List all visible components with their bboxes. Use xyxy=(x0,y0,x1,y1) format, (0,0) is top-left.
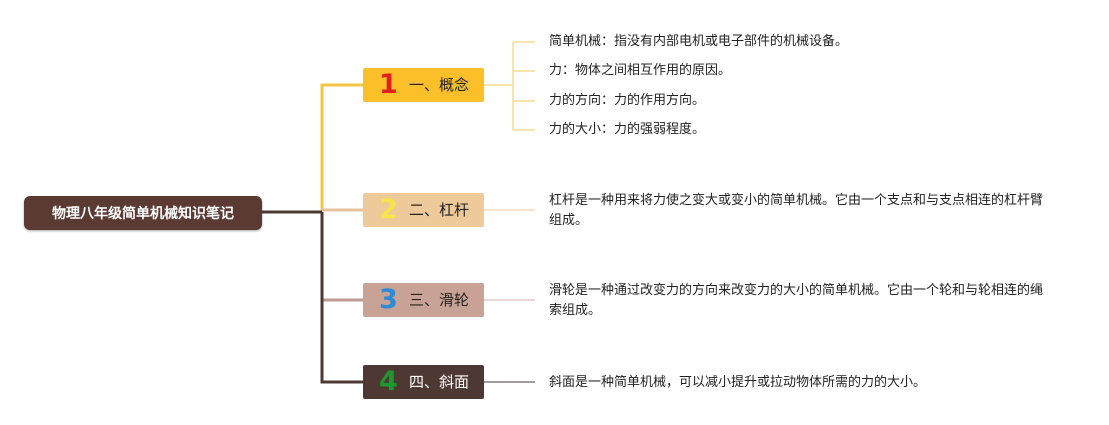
connector-root-branch-3 xyxy=(320,212,363,302)
branch-number: 1 xyxy=(379,69,398,100)
leaf-node-lever-description[interactable]: 杠杆是一种用来将力使之变大或变小的简单机械。它由一个支点和与支点相连的杠杆臂组成… xyxy=(549,193,1044,228)
leaf-node-force-direction[interactable]: 力的方向：力的作用方向。 xyxy=(549,93,706,108)
root-title: 物理八年级简单机械知识笔记 xyxy=(52,206,234,222)
branch-label: 二、杠杆 xyxy=(409,201,470,219)
branch-node-incline[interactable]: 4 四、斜面 xyxy=(363,365,484,399)
leaf-node-force-magnitude[interactable]: 力的大小：力的强弱程度。 xyxy=(549,122,706,137)
connector-root-branch-4 xyxy=(320,212,363,384)
branch-number: 4 xyxy=(379,366,398,397)
branch-label: 三、滑轮 xyxy=(409,291,470,309)
connector-branch-1-leaves xyxy=(484,41,535,131)
branch-label: 四、斜面 xyxy=(409,373,470,391)
leaf-node-simple-machine[interactable]: 简单机械：指没有内部电机或电子部件的机械设备。 xyxy=(549,34,849,49)
connector-root-branch-1 xyxy=(262,83,363,214)
branch-label: 一、概念 xyxy=(409,76,470,94)
leaf-node-incline-description[interactable]: 斜面是一种简单机械，可以减小提升或拉动物体所需的力的大小。 xyxy=(549,375,927,390)
branch-number: 2 xyxy=(379,194,398,225)
branch-number: 3 xyxy=(379,284,398,315)
root-node[interactable]: 物理八年级简单机械知识笔记 xyxy=(24,196,262,230)
branch-node-concepts[interactable]: 1 一、概念 xyxy=(363,68,484,102)
leaf-node-force[interactable]: 力：物体之间相互作用的原因。 xyxy=(549,63,732,78)
leaf-node-pulley-description[interactable]: 滑轮是一种通过改变力的方向来改变力的大小的简单机械。它由一个轮和与轮相连的绳索组… xyxy=(549,283,1044,318)
branch-node-pulley[interactable]: 3 三、滑轮 xyxy=(363,283,484,317)
branch-node-lever[interactable]: 2 二、杠杆 xyxy=(363,193,484,227)
